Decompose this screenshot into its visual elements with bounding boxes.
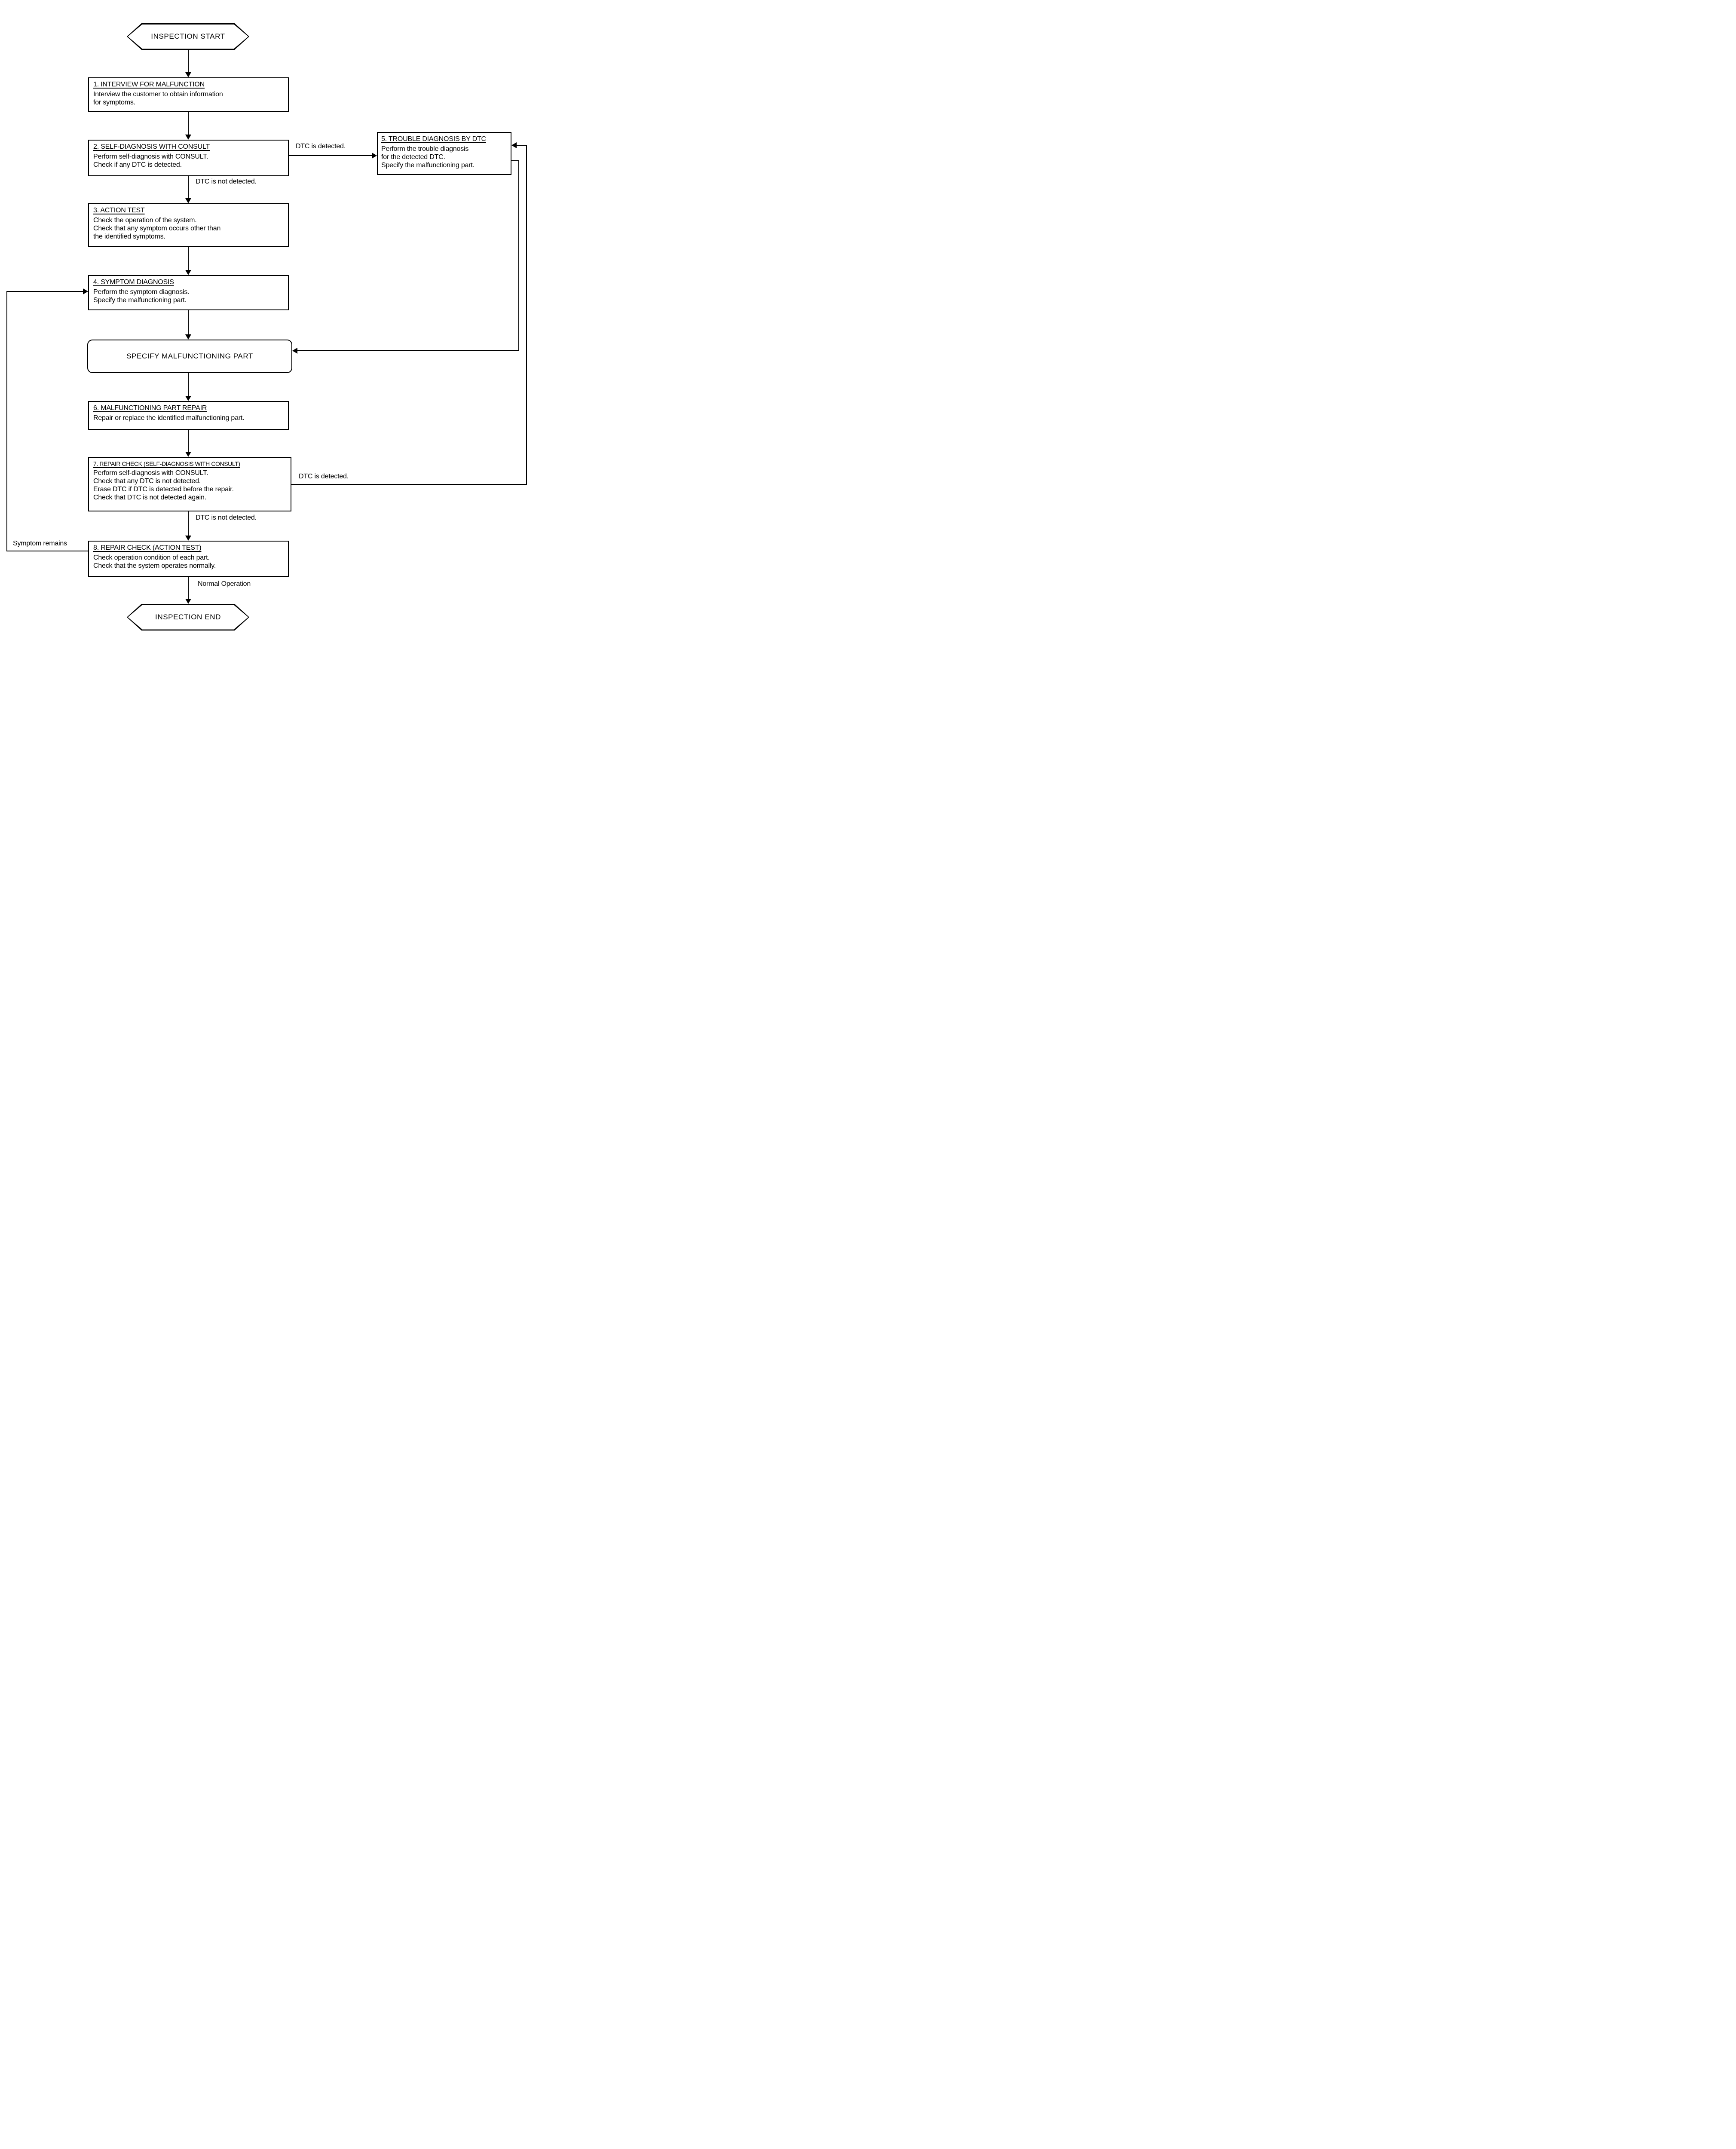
step-5-line-2: for the detected DTC. bbox=[381, 153, 445, 161]
label-dtc-detected-upper: DTC is detected. bbox=[296, 143, 346, 150]
node-step-6: 6. MALFUNCTIONING PART REPAIR Repair or … bbox=[88, 401, 289, 430]
label-dtc-not-detected-upper: DTC is not detected. bbox=[196, 178, 257, 185]
edge-step8-to-step4-segment-v bbox=[6, 291, 7, 551]
edge-step8-to-step4-segment-h2 bbox=[7, 291, 83, 292]
inspection-start-inner: INSPECTION START bbox=[128, 24, 248, 49]
step-4-line-1: Perform the symptom diagnosis. bbox=[93, 288, 190, 296]
edge-step2-to-step5-segment bbox=[289, 155, 372, 156]
step-1-title: 1. INTERVIEW FOR MALFUNCTION bbox=[93, 81, 205, 88]
label-symptom-remains: Symptom remains bbox=[13, 540, 67, 547]
step-7-line-3: Erase DTC if DTC is detected before the … bbox=[93, 486, 234, 493]
step-3-title: 3. ACTION TEST bbox=[93, 207, 145, 214]
step-5-title: 5. TROUBLE DIAGNOSIS BY DTC bbox=[381, 135, 486, 143]
arrowhead-into-specify-right bbox=[292, 348, 297, 354]
arrowhead-into-step5-left bbox=[372, 153, 377, 159]
arrowhead-into-step2 bbox=[185, 135, 191, 140]
step-4-title: 4. SYMPTOM DIAGNOSIS bbox=[93, 279, 174, 286]
edge-step5-out-segment-h2 bbox=[297, 350, 519, 351]
step-6-line-1: Repair or replace the identified malfunc… bbox=[93, 414, 245, 422]
arrowhead-into-step5-right bbox=[511, 142, 517, 148]
node-inspection-start: INSPECTION START bbox=[127, 23, 249, 50]
edge-step5-out-segment-h1 bbox=[511, 160, 519, 161]
inspection-start-label: INSPECTION START bbox=[151, 32, 225, 40]
node-inspection-end: INSPECTION END bbox=[127, 604, 249, 631]
node-step-5: 5. TROUBLE DIAGNOSIS BY DTC Perform the … bbox=[377, 132, 511, 175]
arrowhead-into-step8 bbox=[185, 536, 191, 541]
node-step-1: 1. INTERVIEW FOR MALFUNCTION Interview t… bbox=[88, 77, 289, 112]
edge-step7-to-step5-segment-h1 bbox=[291, 484, 527, 485]
step-7-line-4: Check that DTC is not detected again. bbox=[93, 494, 206, 501]
label-normal-operation: Normal Operation bbox=[198, 580, 251, 588]
edge-start-to-step1-segment bbox=[188, 50, 189, 73]
edge-step2-to-step3-segment bbox=[188, 176, 189, 199]
step-3-line-1: Check the operation of the system. bbox=[93, 217, 197, 224]
edge-step6-to-step7-segment bbox=[188, 430, 189, 452]
edge-step7-to-step8-segment bbox=[188, 511, 189, 536]
step-4-line-2: Specify the malfunctioning part. bbox=[93, 297, 187, 304]
arrowhead-into-step3 bbox=[185, 198, 191, 203]
step-5-line-3: Specify the malfunctioning part. bbox=[381, 162, 475, 169]
edge-step7-to-step5-segment-v bbox=[526, 145, 527, 485]
step-7-line-2: Check that any DTC is not detected. bbox=[93, 478, 201, 485]
edge-step8-to-end-segment bbox=[188, 577, 189, 599]
node-step-7: 7. REPAIR CHECK (SELF-DIAGNOSIS WITH CON… bbox=[88, 457, 291, 511]
node-step-4: 4. SYMPTOM DIAGNOSIS Perform the symptom… bbox=[88, 275, 289, 310]
inspection-end-inner: INSPECTION END bbox=[128, 605, 248, 630]
node-specify-part: SPECIFY MALFUNCTIONING PART bbox=[87, 340, 292, 373]
inspection-end-label: INSPECTION END bbox=[155, 613, 221, 621]
arrowhead-into-end bbox=[185, 599, 191, 604]
step-8-line-1: Check operation condition of each part. bbox=[93, 554, 210, 561]
step-3-line-2: Check that any symptom occurs other than bbox=[93, 225, 221, 232]
step-2-line-1: Perform self-diagnosis with CONSULT. bbox=[93, 153, 208, 160]
flowchart-canvas: INSPECTION START 1. INTERVIEW FOR MALFUN… bbox=[0, 0, 533, 664]
edge-step7-to-step5-segment-h2 bbox=[517, 145, 527, 146]
arrowhead-into-step4 bbox=[185, 270, 191, 275]
step-2-line-2: Check if any DTC is detected. bbox=[93, 161, 182, 168]
arrowhead-into-step4-left bbox=[83, 288, 88, 294]
label-dtc-detected-lower: DTC is detected. bbox=[299, 473, 349, 480]
edge-step3-to-step4-segment bbox=[188, 247, 189, 270]
step-5-line-1: Perform the trouble diagnosis bbox=[381, 145, 469, 153]
arrowhead-into-step6 bbox=[185, 396, 191, 401]
step-8-line-2: Check that the system operates normally. bbox=[93, 562, 216, 569]
step-2-title: 2. SELF-DIAGNOSIS WITH CONSULT bbox=[93, 143, 210, 150]
specify-part-label: SPECIFY MALFUNCTIONING PART bbox=[126, 352, 253, 360]
edge-step5-out-segment-v bbox=[518, 160, 519, 351]
label-dtc-not-detected-lower: DTC is not detected. bbox=[196, 514, 257, 521]
edge-specify-to-step6-segment bbox=[188, 373, 189, 396]
step-7-line-1: Perform self-diagnosis with CONSULT. bbox=[93, 469, 208, 477]
step-8-title: 8. REPAIR CHECK (ACTION TEST) bbox=[93, 544, 202, 551]
edge-step1-to-step2-segment bbox=[188, 112, 189, 135]
node-step-2: 2. SELF-DIAGNOSIS WITH CONSULT Perform s… bbox=[88, 140, 289, 176]
node-step-3: 3. ACTION TEST Check the operation of th… bbox=[88, 203, 289, 247]
node-step-8: 8. REPAIR CHECK (ACTION TEST) Check oper… bbox=[88, 541, 289, 577]
arrowhead-into-specify bbox=[185, 334, 191, 340]
step-7-title: 7. REPAIR CHECK (SELF-DIAGNOSIS WITH CON… bbox=[93, 460, 240, 467]
step-1-line-1: Interview the customer to obtain informa… bbox=[93, 91, 223, 98]
step-1-line-2: for symptoms. bbox=[93, 99, 135, 106]
arrowhead-into-step1 bbox=[185, 72, 191, 77]
step-6-title: 6. MALFUNCTIONING PART REPAIR bbox=[93, 404, 207, 412]
edge-step4-to-specify-segment bbox=[188, 310, 189, 335]
arrowhead-into-step7 bbox=[185, 452, 191, 457]
step-3-line-3: the identified symptoms. bbox=[93, 233, 165, 240]
